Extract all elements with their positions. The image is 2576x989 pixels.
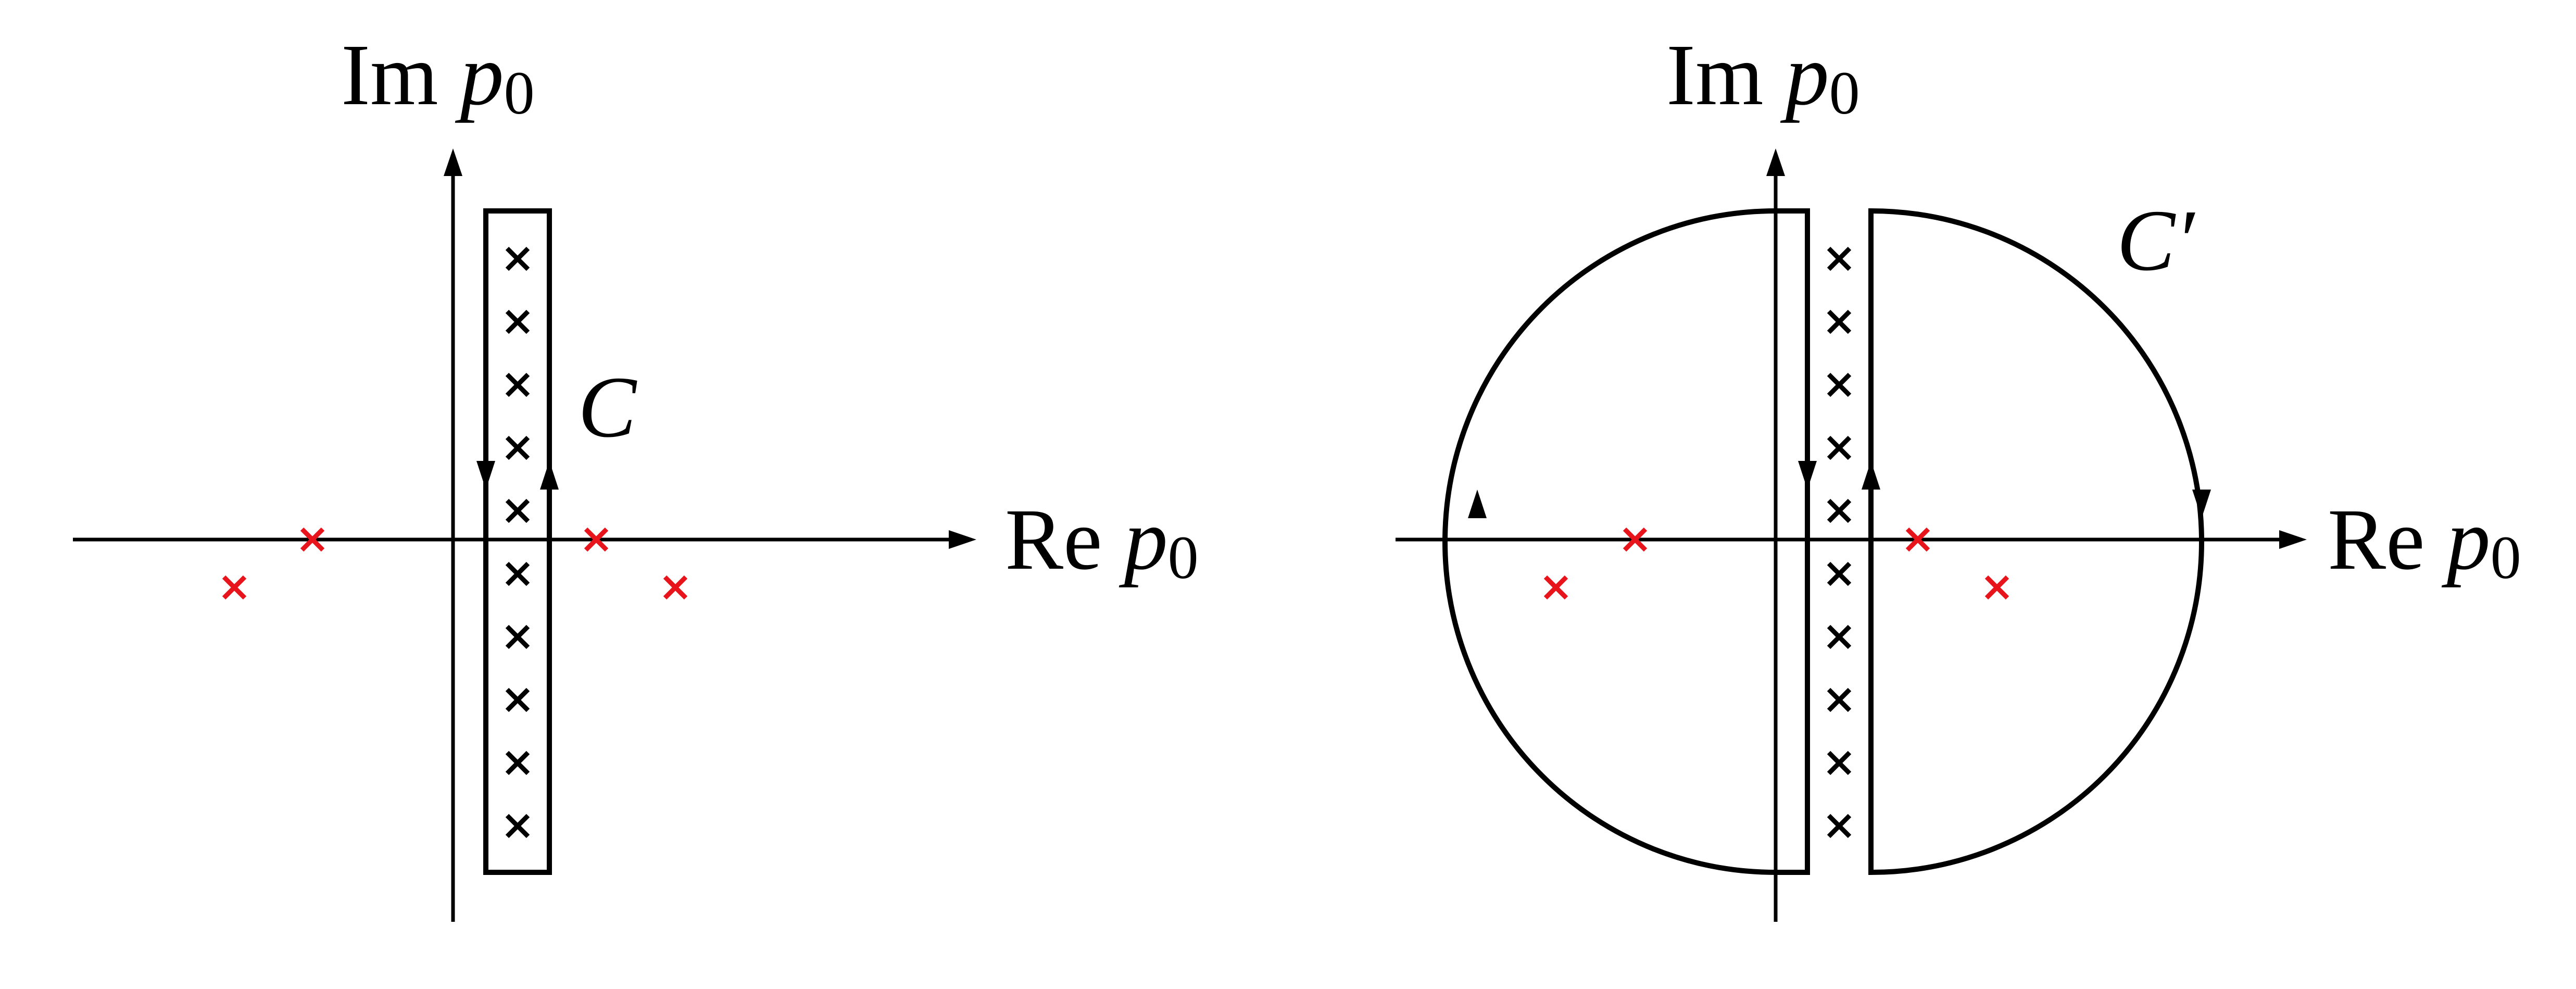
strip-pole-marker	[505, 372, 530, 397]
strip-pole-marker	[505, 624, 530, 649]
right-im-prefix: Im	[1666, 27, 1786, 123]
strip-pole-marker	[505, 498, 530, 523]
strip-pole-marker	[1827, 561, 1852, 586]
contour-c-prime-strip-down-arrow	[1798, 461, 1817, 490]
left-re-prefix: Re	[1005, 491, 1124, 588]
contour-c-up-arrow	[540, 461, 559, 490]
contour-c-prime-strip-up-arrow	[1862, 461, 1880, 490]
contour-c-prime-label: C′	[2117, 192, 2195, 289]
left-re-sub: 0	[1168, 523, 1199, 592]
left-im-prefix: Im	[341, 27, 460, 123]
real-pole-marker	[1623, 527, 1648, 552]
strip-pole-marker	[1827, 372, 1852, 397]
strip-pole-marker	[1827, 246, 1852, 271]
left-im-sub: 0	[504, 59, 535, 127]
strip-pole-marker	[505, 750, 530, 775]
right-im-axis-label: Im p0	[1666, 27, 1860, 127]
left-re-var: p	[1119, 491, 1168, 588]
right-panel: Im p0 Re p0 C′	[1396, 27, 2521, 922]
strip-pole-marker	[1827, 750, 1852, 775]
left-strip-poles	[505, 246, 530, 838]
right-re-prefix: Re	[2328, 491, 2447, 588]
right-re-var: p	[2442, 491, 2491, 588]
strip-pole-marker	[1827, 435, 1852, 460]
strip-pole-marker	[1827, 624, 1852, 649]
left-re-axis-label: Re p0	[1005, 491, 1199, 592]
real-pole-marker	[222, 575, 247, 600]
left-real-poles	[222, 527, 688, 600]
contour-c-down-arrow	[476, 461, 495, 490]
strip-pole-marker	[1827, 687, 1852, 712]
strip-pole-marker	[505, 687, 530, 712]
contour-c-prime-left-half	[1442, 208, 1810, 875]
right-im-var: p	[1780, 27, 1829, 123]
strip-pole-marker	[1827, 813, 1852, 838]
contour-c-prime-right-half	[1868, 208, 2204, 875]
right-re-axis-label: Re p0	[2328, 491, 2521, 592]
real-pole-marker	[1905, 527, 1930, 552]
strip-pole-marker	[505, 813, 530, 838]
real-pole-marker	[663, 575, 688, 600]
strip-pole-marker	[505, 246, 530, 271]
contour-c-label: C	[578, 359, 637, 456]
right-real-poles	[1543, 527, 2009, 600]
contour-c-rectangle	[483, 208, 552, 875]
right-re-sub: 0	[2491, 523, 2521, 592]
left-imaginary-axis-arrowhead	[444, 148, 462, 176]
left-real-axis-arrowhead	[949, 530, 976, 549]
right-im-sub: 0	[1829, 59, 1860, 127]
real-pole-marker	[584, 527, 609, 552]
real-pole-marker	[300, 527, 325, 552]
right-imaginary-axis-arrowhead	[1766, 148, 1785, 176]
strip-pole-marker	[505, 435, 530, 460]
strip-pole-marker	[1827, 309, 1852, 334]
strip-pole-marker	[1827, 498, 1852, 523]
strip-pole-marker	[505, 309, 530, 334]
left-panel: Im p0 Re p0 C	[73, 27, 1199, 922]
contour-c-prime-right-arc-arrow	[2192, 490, 2211, 518]
right-real-axis-arrowhead	[2279, 530, 2307, 549]
strip-pole-marker	[505, 561, 530, 586]
real-pole-marker	[1984, 575, 2009, 600]
right-strip-poles	[1827, 246, 1852, 838]
contour-c-prime-left-arc-arrow	[1468, 490, 1487, 518]
real-pole-marker	[1543, 575, 1568, 600]
left-im-var: p	[455, 27, 504, 123]
left-im-axis-label: Im p0	[341, 27, 535, 127]
